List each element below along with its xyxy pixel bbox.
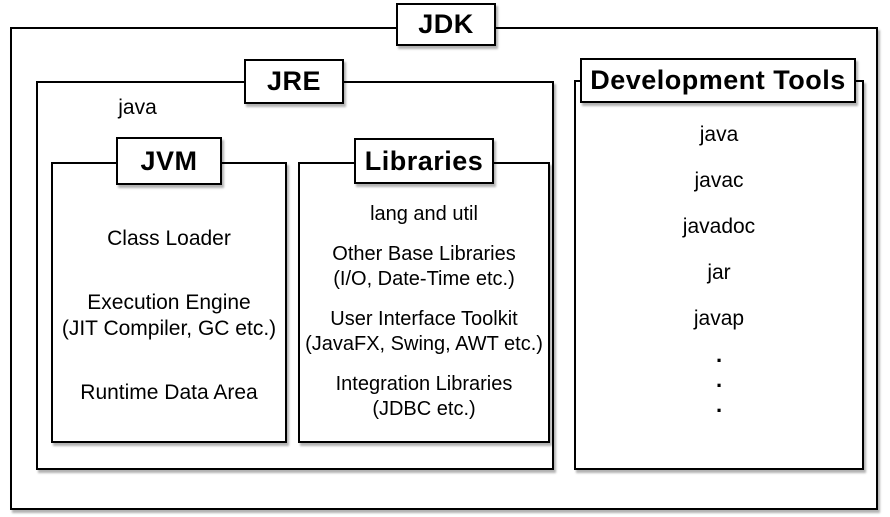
ellipsis-dot: . bbox=[715, 367, 723, 392]
library-item-subtitle: (I/O, Date-Time etc.) bbox=[333, 268, 515, 290]
library-item-subtitle: (JDBC etc.) bbox=[372, 398, 476, 420]
jvm-item-title: Execution Engine bbox=[87, 290, 251, 314]
development-tools-label: Development Tools bbox=[580, 58, 856, 103]
dev-tool-javac: javac bbox=[694, 169, 744, 192]
library-item-ui-toolkit: User Interface Toolkit (JavaFX, Swing, A… bbox=[305, 307, 543, 357]
jvm-item-title: Runtime Data Area bbox=[80, 381, 258, 405]
dev-tool-javap: javap bbox=[693, 307, 745, 330]
jvm-item-title: Class Loader bbox=[107, 226, 231, 250]
dev-tool-javadoc: javadoc bbox=[682, 215, 756, 238]
libraries-box bbox=[298, 162, 550, 443]
dev-tool-jar: jar bbox=[707, 261, 731, 284]
library-item-lang-util: lang and util bbox=[370, 202, 478, 227]
development-tools-content: java javac javadoc jar javap . . . bbox=[576, 112, 862, 462]
library-item-title: lang and util bbox=[370, 203, 478, 225]
dev-tool-java: java bbox=[699, 123, 739, 146]
jdk-label: JDK bbox=[396, 3, 496, 46]
library-item-other-base: Other Base Libraries (I/O, Date-Time etc… bbox=[332, 242, 515, 292]
jvm-item-runtime-data-area: Runtime Data Area bbox=[80, 380, 257, 406]
libraries-label: Libraries bbox=[354, 138, 494, 184]
jvm-item-execution-engine: Execution Engine (JIT Compiler, GC etc.) bbox=[62, 290, 276, 343]
library-item-subtitle: (JavaFX, Swing, AWT etc.) bbox=[305, 333, 543, 355]
jvm-box bbox=[51, 162, 287, 443]
jvm-item-subtitle: (JIT Compiler, GC etc.) bbox=[61, 317, 277, 340]
library-item-title: User Interface Toolkit bbox=[330, 308, 518, 330]
libraries-content: lang and util Other Base Libraries (I/O,… bbox=[300, 192, 548, 432]
jvm-item-class-loader: Class Loader bbox=[107, 226, 231, 252]
ellipsis-dot: . bbox=[715, 392, 723, 417]
ellipsis-dot: . bbox=[715, 342, 723, 367]
jvm-content: Class Loader Execution Engine (JIT Compi… bbox=[53, 196, 285, 436]
library-item-title: Integration Libraries bbox=[335, 373, 513, 395]
library-item-title: Other Base Libraries bbox=[332, 243, 516, 265]
jre-java-runtime-text: java bbox=[118, 96, 157, 119]
jre-label: JRE bbox=[244, 59, 344, 104]
development-tools-box bbox=[574, 80, 864, 470]
jvm-label: JVM bbox=[116, 137, 222, 185]
library-item-integration: Integration Libraries (JDBC etc.) bbox=[336, 372, 513, 422]
